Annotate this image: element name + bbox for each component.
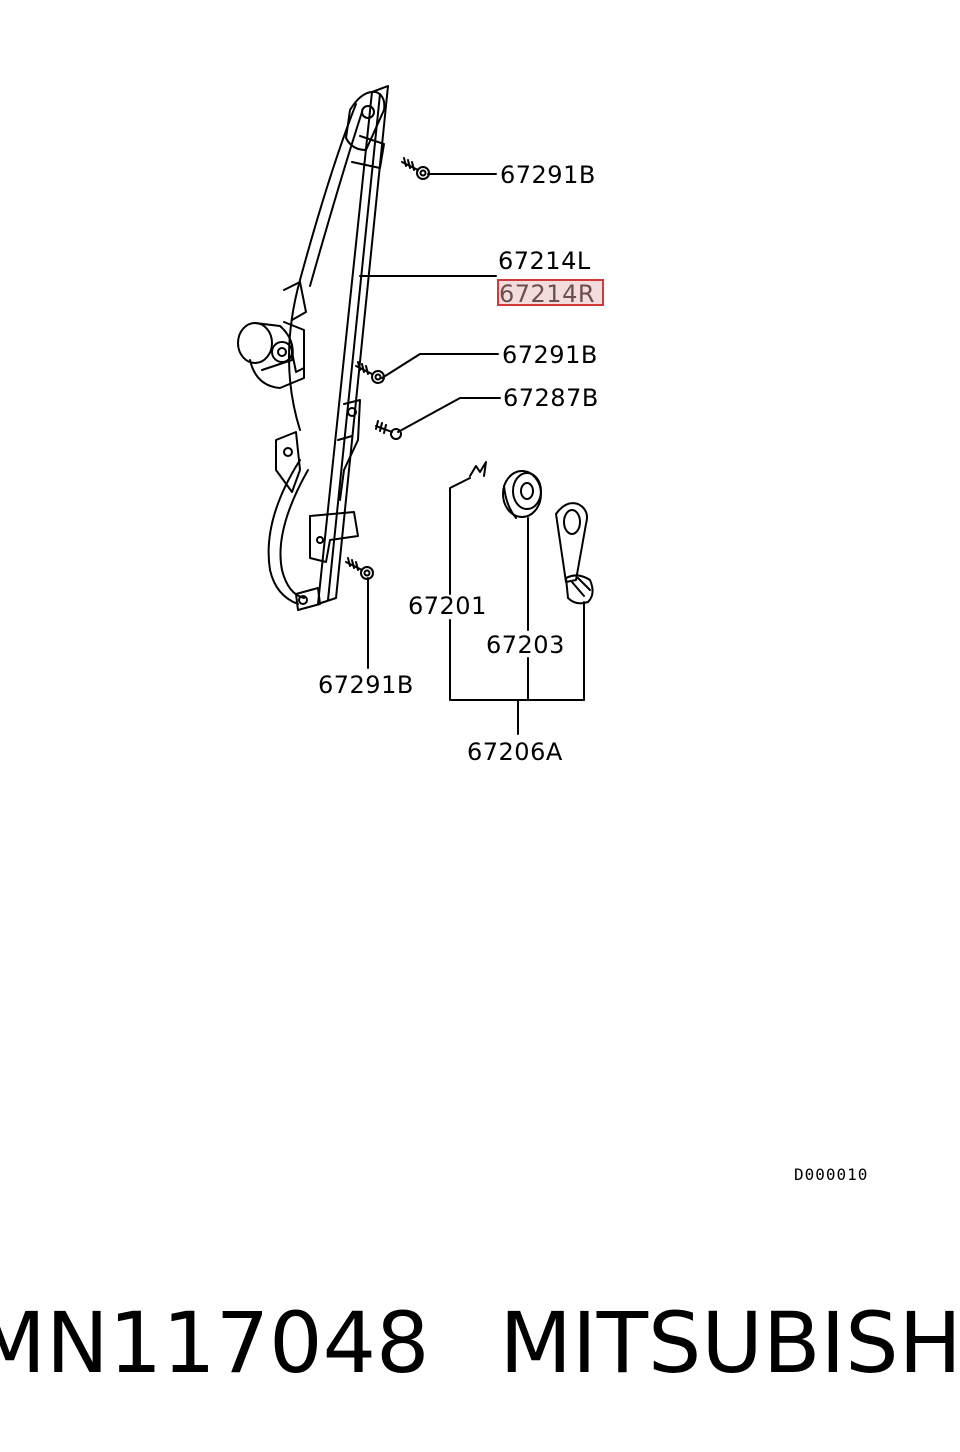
selected-part-highlight bbox=[497, 279, 604, 306]
callout-mid-bolt: 67291B bbox=[502, 341, 598, 369]
part-number: MN117048 bbox=[0, 1294, 430, 1392]
diagram-code: D000010 bbox=[794, 1165, 868, 1184]
brand-name: MITSUBISHI bbox=[499, 1294, 960, 1392]
window-regulator-illustration bbox=[237, 85, 389, 611]
callout-washer: 67203 bbox=[486, 631, 565, 659]
callout-bottom-bolt: 67291B bbox=[318, 671, 414, 699]
footer-caption: MN117048 MITSUBISHI bbox=[0, 1288, 960, 1398]
callout-top-bolt: 67291B bbox=[500, 161, 596, 189]
bolt-top-icon bbox=[401, 157, 430, 180]
callout-regulator-left: 67214L bbox=[498, 247, 591, 275]
callout-handle-assembly: 67206A bbox=[467, 738, 563, 766]
callout-regulator-right: 67214R bbox=[499, 280, 595, 308]
screw-icon bbox=[375, 420, 402, 440]
callout-screw: 67287B bbox=[503, 384, 599, 412]
washer-icon bbox=[502, 470, 542, 519]
bolt-bottom-icon bbox=[345, 557, 374, 580]
window-crank-handle-icon bbox=[555, 502, 594, 605]
callout-clip: 67201 bbox=[408, 592, 487, 620]
clip-icon bbox=[469, 461, 487, 477]
